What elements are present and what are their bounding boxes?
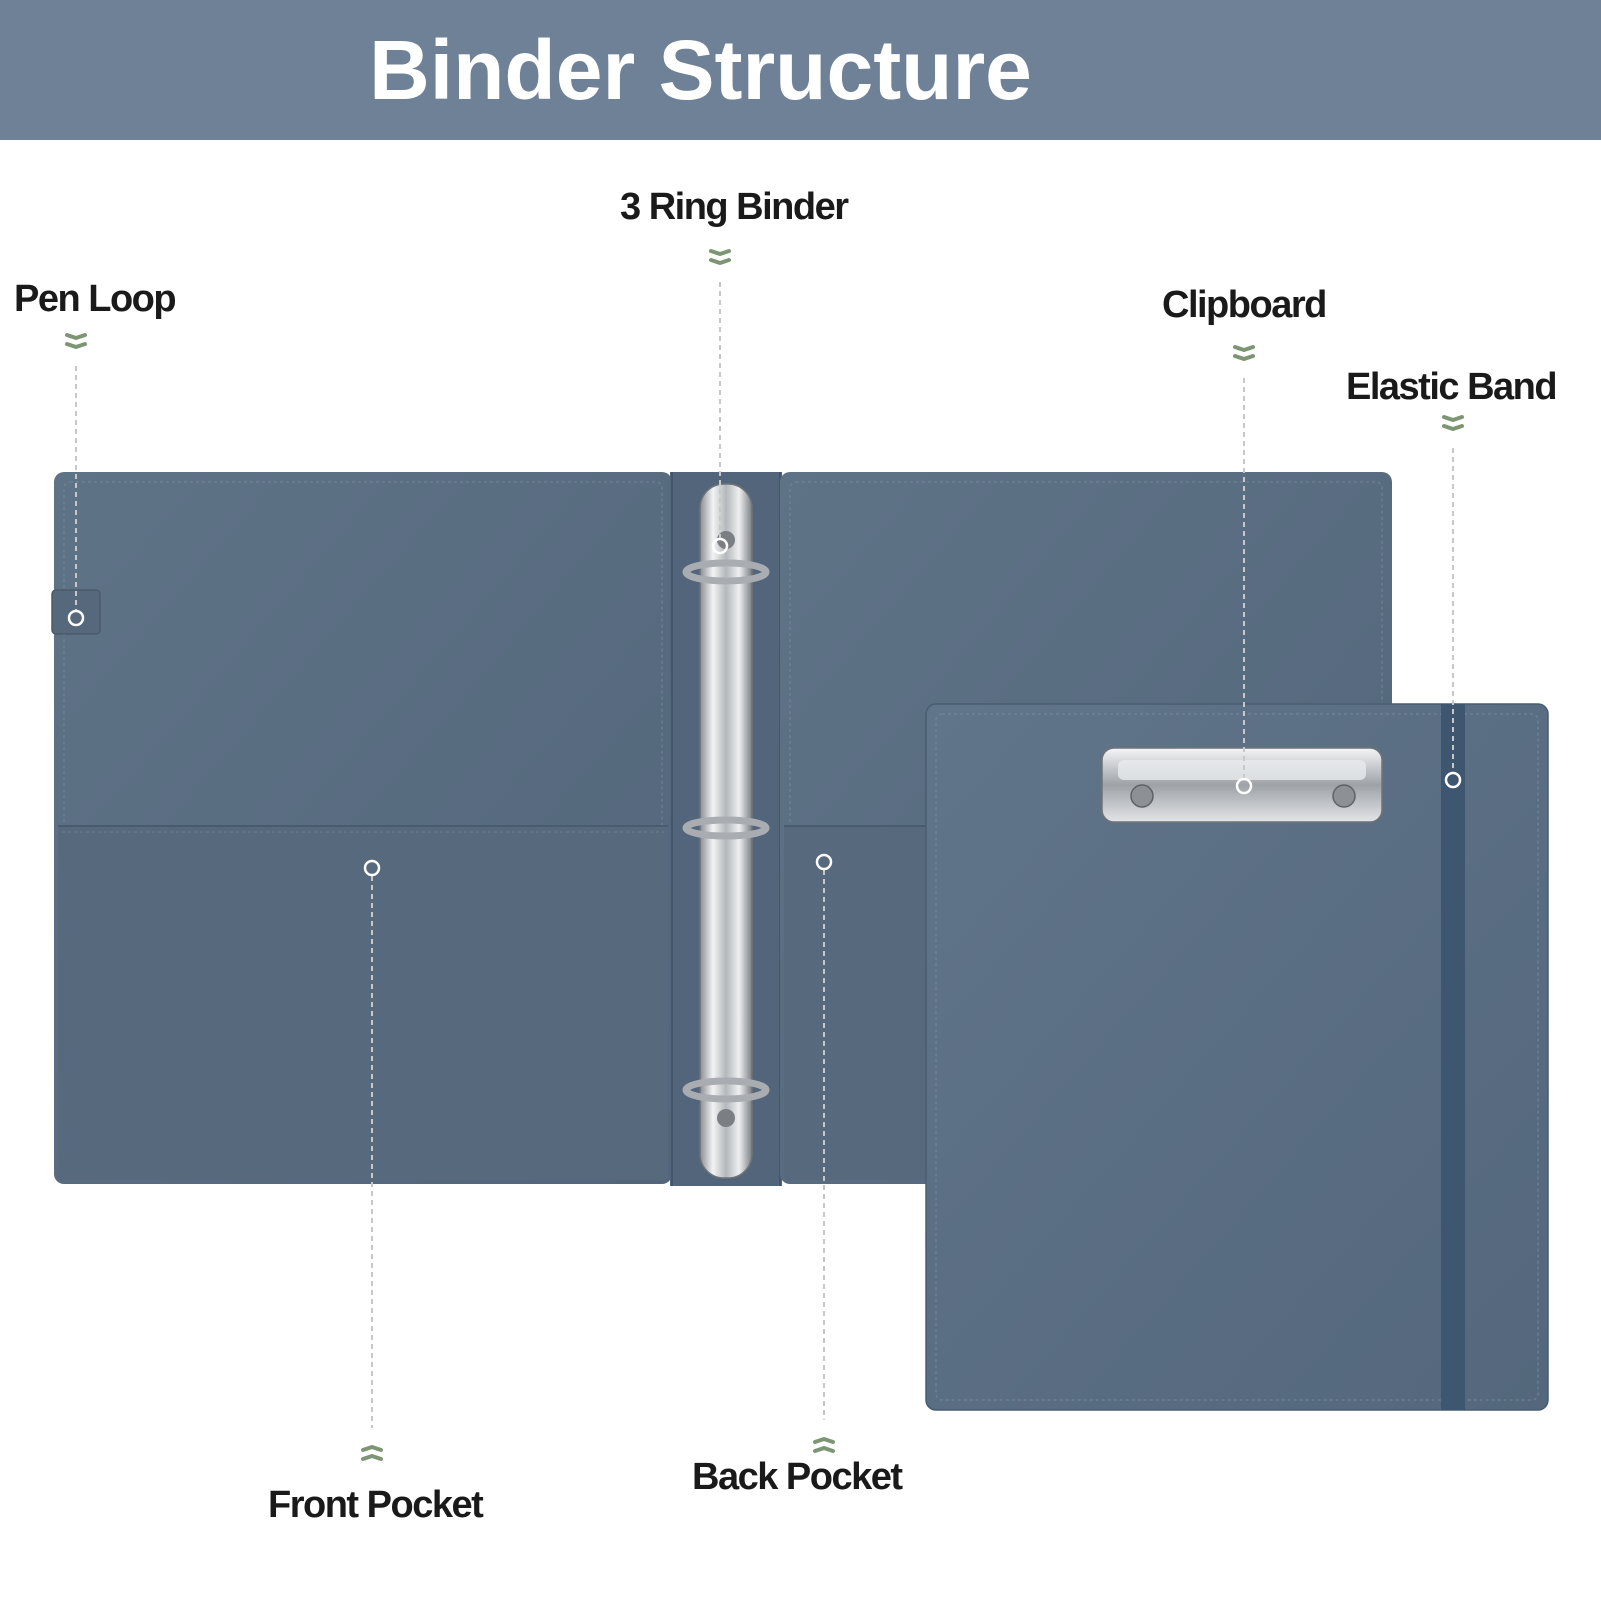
double-chevron-up-icon — [1233, 345, 1255, 361]
callout-label-ring-binder: 3 Ring Binder — [620, 186, 849, 228]
ring-marker-icon — [363, 859, 381, 877]
double-chevron-down-icon — [361, 1445, 383, 1461]
ring-marker-icon — [67, 609, 85, 627]
ring-marker-icon — [711, 537, 729, 555]
callout-label-elastic-band: Elastic Band — [1346, 366, 1558, 408]
clipboard-clip — [1101, 747, 1383, 823]
callout-front-pocket — [361, 859, 383, 1461]
binder-left-cover — [51, 472, 672, 1184]
double-chevron-up-icon — [65, 333, 87, 349]
double-chevron-up-icon — [709, 249, 731, 265]
callout-clipboard — [1233, 345, 1255, 795]
ring-mechanism — [682, 483, 770, 1179]
front-pocket-panel — [58, 826, 668, 1180]
ring-bottom — [682, 1077, 770, 1103]
elastic-band — [1441, 704, 1465, 1410]
callout-label-front-pocket: Front Pocket — [268, 1484, 484, 1526]
callouts-layer — [65, 249, 1464, 1461]
ring-middle — [682, 816, 770, 840]
header-band — [0, 0, 1601, 140]
callout-label-pen-loop: Pen Loop — [14, 278, 177, 320]
ring-marker-icon — [815, 853, 833, 871]
double-chevron-down-icon — [813, 1437, 835, 1453]
callout-pen-loop — [65, 333, 87, 627]
ring-marker-icon — [1235, 777, 1253, 795]
callout-back-pocket — [813, 853, 835, 1453]
callout-ring-binder — [709, 249, 731, 555]
double-chevron-up-icon — [1442, 415, 1464, 431]
ring-top — [682, 559, 770, 585]
callout-elastic-band — [1442, 415, 1464, 789]
ring-marker-icon — [1444, 771, 1462, 789]
clipboard-pad — [925, 703, 1549, 1411]
callout-label-back-pocket: Back Pocket — [692, 1456, 903, 1498]
page-title: Binder Structure — [369, 22, 1032, 117]
callout-label-clipboard: Clipboard — [1162, 284, 1327, 326]
